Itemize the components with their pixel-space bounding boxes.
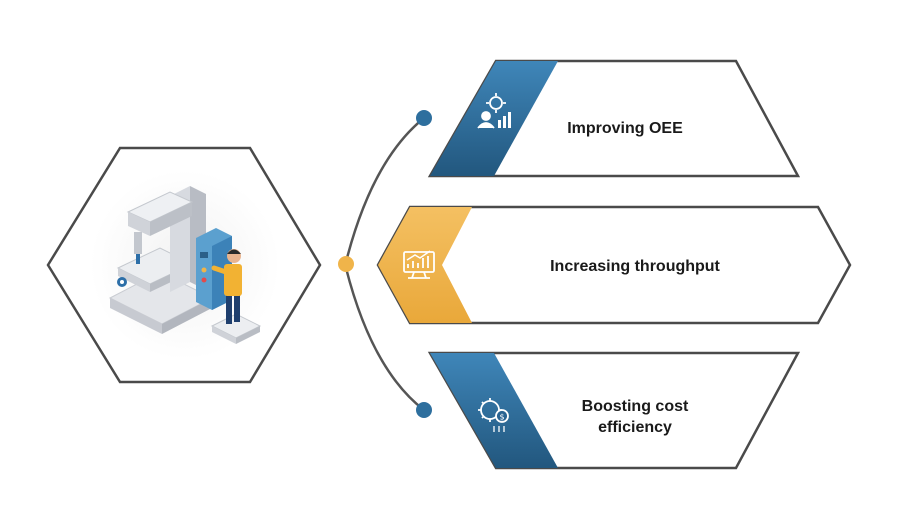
- connector-dot-bottom: [416, 402, 432, 418]
- cost-gear-icon: $: [478, 398, 509, 432]
- monitor-chart-icon: [403, 250, 435, 279]
- benefit-label-throughput: Increasing throughput: [550, 258, 720, 275]
- connector-dot-center: [338, 256, 354, 272]
- oee-chart-icon: [477, 93, 511, 129]
- benefit-card-oee: [427, 59, 801, 178]
- connector-lines: [344, 117, 425, 411]
- connector-top: [344, 117, 425, 263]
- factory-machine-operator-icon: [108, 186, 262, 344]
- benefit-card-cost: [427, 351, 801, 470]
- connector-bottom: [344, 267, 425, 411]
- benefit-card-throughput: [376, 205, 852, 325]
- benefit-label-cost: Boosting cost efficiency: [581, 398, 689, 436]
- connector-dot-top: [416, 110, 432, 126]
- svg-text:$: $: [499, 413, 504, 422]
- benefit-label-oee: Improving OEE: [567, 120, 683, 137]
